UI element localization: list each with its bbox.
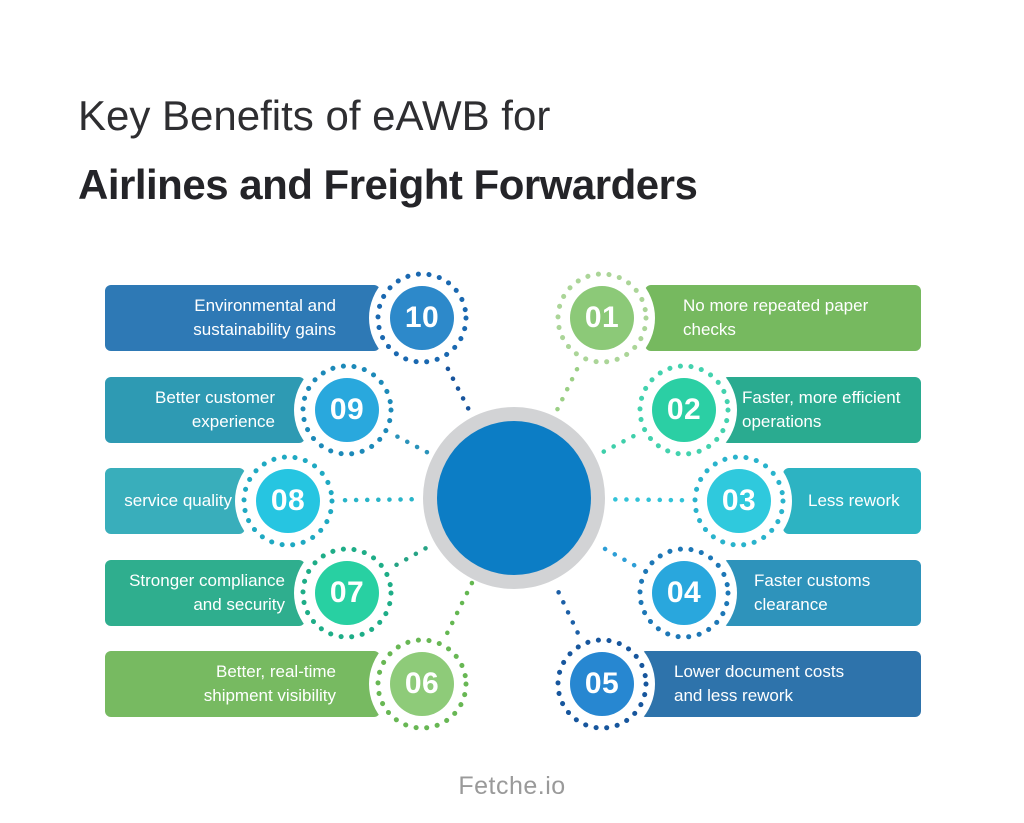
- benefit-bar-04: Faster customs clearance: [722, 560, 921, 626]
- hub-circle: [437, 421, 591, 575]
- benefit-bar-03: Less rework: [783, 468, 921, 534]
- badge-number: 05: [584, 667, 620, 700]
- benefit-bar-01: No more repeated paper checks: [645, 285, 921, 351]
- badge-dotted-ring: [637, 363, 731, 457]
- badge-number: 10: [404, 301, 440, 334]
- benefit-bar-10: Environmental and sustainability gains: [105, 285, 380, 351]
- benefit-bar-09: Better customer experience: [105, 377, 305, 443]
- badge-dotted-ring: [375, 637, 469, 731]
- badge-dotted-ring: [555, 637, 649, 731]
- hub-ring: [423, 407, 605, 589]
- badge-dotted-ring: [300, 363, 394, 457]
- badge-number: 03: [721, 484, 757, 517]
- benefit-label-08: service quality: [124, 491, 232, 510]
- badge-number: 07: [329, 576, 365, 609]
- benefit-label-01: No more repeated paper checks: [683, 296, 869, 339]
- number-badge-05: 05: [549, 631, 655, 737]
- benefit-label-09: Better customer experience: [155, 388, 275, 431]
- badge-circle-02: 02: [652, 378, 716, 442]
- connector-line-04: [593, 541, 637, 568]
- badge-dotted-ring: [692, 454, 786, 548]
- connector-line-10: [445, 366, 474, 417]
- badge-circle-05: 05: [570, 652, 634, 716]
- benefit-bar-08: service quality: [105, 468, 245, 534]
- benefit-label-03: Less rework: [808, 491, 900, 510]
- badge-number: 04: [666, 576, 702, 609]
- number-badge-06: 06: [369, 631, 475, 737]
- benefit-label-06: Better, real-time shipment visibility: [203, 662, 336, 705]
- badge-circle-09: 09: [315, 378, 379, 442]
- connector-line-02: [595, 433, 636, 458]
- connector-line-01: [553, 366, 580, 416]
- number-badge-04: 04: [631, 540, 737, 646]
- title-line-1: Key Benefits of eAWB for: [78, 92, 551, 139]
- benefit-label-10: Environmental and sustainability gains: [193, 296, 336, 339]
- connector-line-03: [605, 497, 685, 503]
- number-badge-03: 03: [686, 448, 792, 554]
- badge-circle-10: 10: [390, 286, 454, 350]
- badge-circle-08: 08: [256, 469, 320, 533]
- title-line-2: Airlines and Freight Forwarders: [78, 161, 698, 208]
- benefit-label-02: Faster, more efficient operations: [742, 388, 901, 431]
- badge-number: 01: [584, 301, 620, 334]
- badge-circle-07: 07: [315, 561, 379, 625]
- number-badge-09: 09: [294, 357, 400, 463]
- benefit-bar-05: Lower document costs and less rework: [640, 651, 921, 717]
- badge-dotted-ring: [241, 454, 335, 548]
- number-badge-10: 10: [369, 265, 475, 371]
- badge-dotted-ring: [555, 271, 649, 365]
- benefit-label-04: Faster customs clearance: [754, 571, 871, 614]
- number-badge-02: 02: [631, 357, 737, 463]
- benefit-bar-02: Faster, more efficient operations: [722, 377, 921, 443]
- benefit-bar-06: Better, real-time shipment visibility: [105, 651, 380, 717]
- badge-circle-06: 06: [390, 652, 454, 716]
- number-badge-07: 07: [294, 540, 400, 646]
- number-badge-08: 08: [235, 448, 341, 554]
- badge-number: 02: [666, 393, 702, 426]
- benefit-label-05: Lower document costs and less rework: [674, 662, 845, 705]
- badge-number: 09: [329, 393, 365, 426]
- page-title: Key Benefits of eAWB for Airlines and Fr…: [78, 92, 698, 209]
- connector-line-05: [551, 580, 580, 635]
- connector-line-07: [394, 542, 435, 568]
- badge-dotted-ring: [375, 271, 469, 365]
- connector-line-09: [395, 434, 434, 457]
- badge-dotted-ring: [300, 546, 394, 640]
- connector-line-08: [342, 496, 423, 503]
- brand-footer: Fetche.io: [458, 772, 566, 800]
- benefit-bar-07: Stronger compliance and security: [105, 560, 305, 626]
- badge-number: 08: [270, 484, 306, 517]
- badge-circle-04: 04: [652, 561, 716, 625]
- badge-number: 06: [404, 667, 440, 700]
- badge-dotted-ring: [637, 546, 731, 640]
- connector-line-06: [445, 580, 475, 636]
- badge-circle-01: 01: [570, 286, 634, 350]
- number-badge-01: 01: [549, 265, 655, 371]
- benefit-label-07: Stronger compliance and security: [129, 571, 285, 614]
- badge-circle-03: 03: [707, 469, 771, 533]
